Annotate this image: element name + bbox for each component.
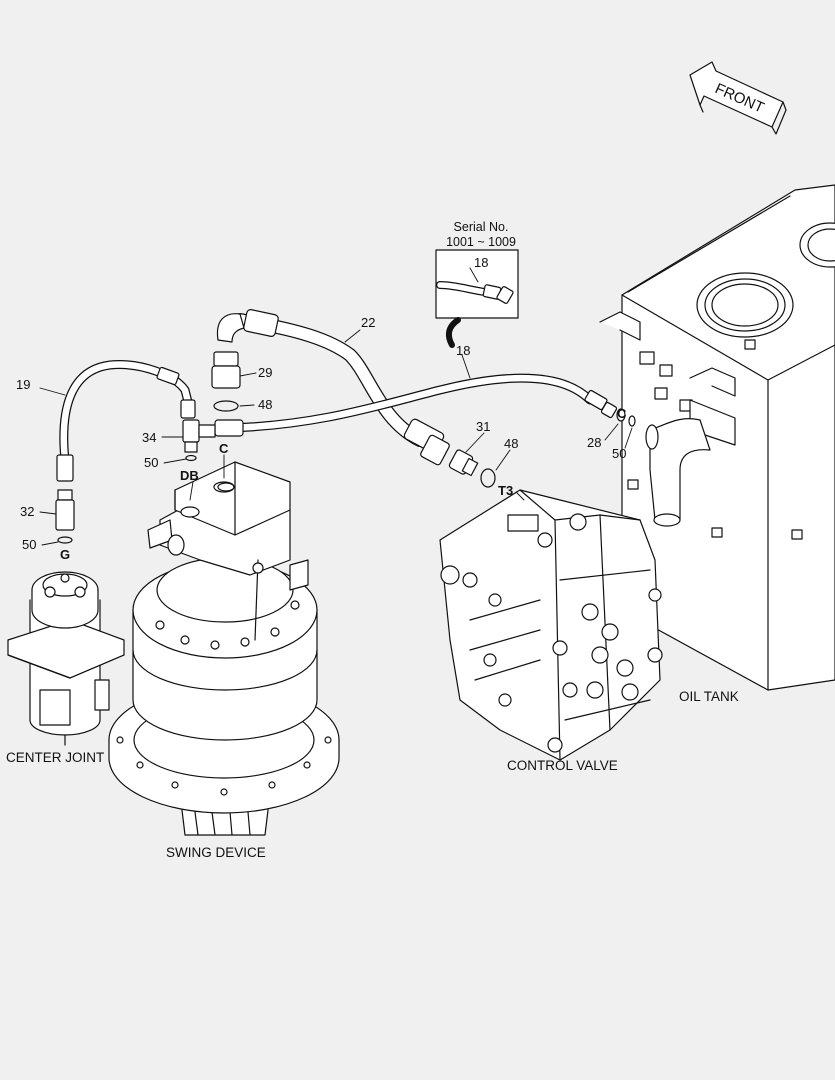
serial-box-part-number: 18: [474, 255, 489, 270]
center-joint-label: CENTER JOINT: [6, 750, 105, 765]
part-number-48-upper: 48: [258, 397, 273, 412]
part-number-18: 18: [456, 343, 471, 358]
port-label-g: G: [60, 547, 71, 562]
part-number-34: 34: [142, 430, 157, 445]
swing-device-label: SWING DEVICE: [166, 845, 266, 860]
part-number-50-swing: 50: [144, 455, 159, 470]
part-number-22: 22: [361, 315, 376, 330]
oil-tank-label: OIL TANK: [679, 689, 739, 704]
part-number-31: 31: [476, 419, 491, 434]
serial-note: Serial No. 1001 ~ 1009: [436, 220, 526, 250]
control-valve: [439, 489, 663, 761]
control-valve-label: CONTROL VALVE: [507, 758, 618, 773]
serial-no-label: Serial No.: [453, 220, 509, 234]
serial-box: [435, 249, 519, 348]
port-label-t3: T3: [498, 483, 514, 498]
part-number-48-valve: 48: [504, 436, 519, 451]
part-number-29: 29: [258, 365, 273, 380]
port-label-db: DB: [180, 468, 199, 483]
front-arrow-icon: FRONT: [689, 61, 787, 135]
serial-range-label: 1001 ~ 1009: [446, 235, 516, 249]
swing-device: [108, 461, 340, 836]
part-number-19: 19: [16, 377, 31, 392]
part-number-50-tank: 50: [612, 446, 627, 461]
port-label-c-swing: C: [219, 441, 229, 456]
part-number-28: 28: [587, 435, 602, 450]
center-joint: [7, 571, 125, 746]
leader-lines: [39, 329, 633, 546]
port-label-c-tank: C: [617, 406, 627, 421]
hoses: [55, 309, 636, 544]
part-number-32: 32: [20, 504, 35, 519]
part-number-50-center: 50: [22, 537, 37, 552]
hose-18: [225, 373, 595, 433]
